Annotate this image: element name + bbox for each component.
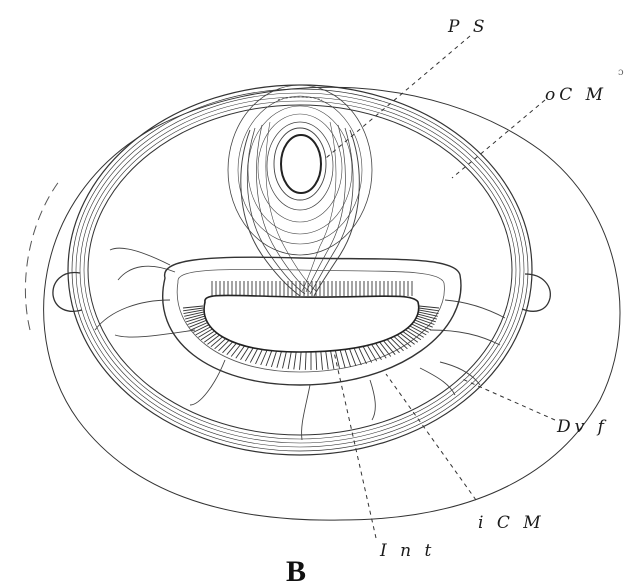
label-ps: P S	[447, 17, 489, 37]
label-int: I n t	[379, 541, 435, 561]
pharynx-lumen	[281, 135, 321, 193]
outer-outline-dashed-edge	[25, 180, 60, 330]
label-ocm: oC M	[545, 85, 607, 105]
leader-int	[334, 352, 376, 538]
leader-dvf	[460, 378, 555, 420]
corner-mark: ɔ	[618, 67, 624, 78]
label-icm: i C M	[478, 513, 545, 533]
leader-ocm	[452, 100, 545, 178]
label-dvf: Dv f	[556, 417, 608, 437]
intestine-lumen	[204, 295, 419, 352]
panel-label: B	[286, 555, 306, 586]
